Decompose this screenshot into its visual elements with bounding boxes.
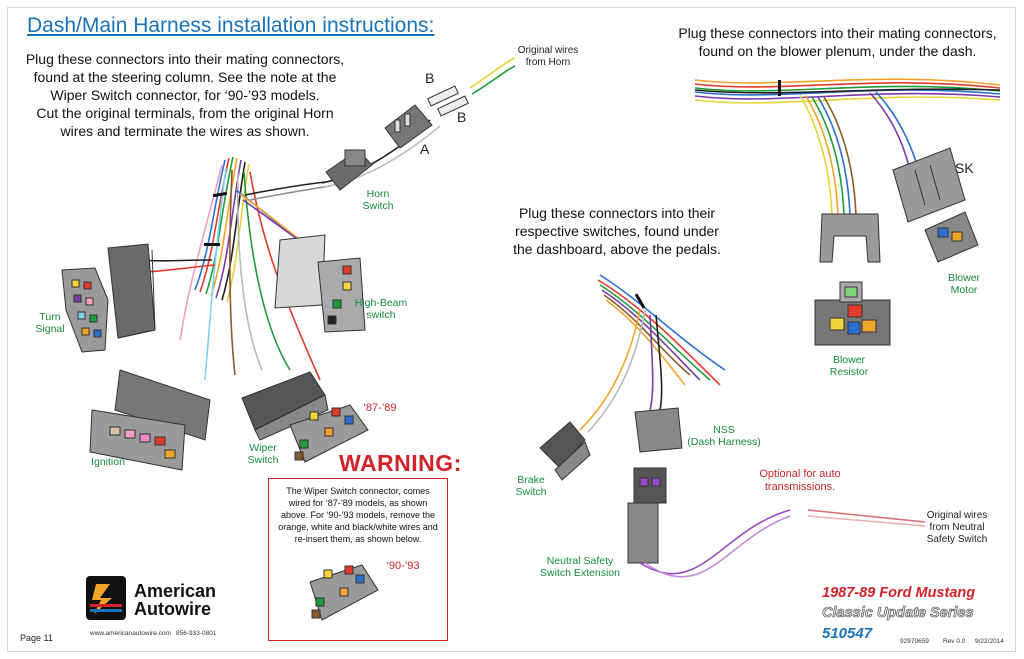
- brand-website[interactable]: www.americanautowire.com: [90, 630, 171, 637]
- turn-signal-connector-shape: [61, 267, 109, 353]
- label-nss: NSS(Dash Harness): [687, 424, 761, 448]
- product-model: 1987-89 Ford Mustang: [822, 585, 976, 601]
- footer-part: 92970659: [900, 638, 929, 645]
- instruction-line: found at the steering column. See the no…: [33, 69, 337, 85]
- blower-motor-connector-shape: [924, 211, 979, 263]
- label-sk: SK: [955, 160, 974, 176]
- instruction-line: the dashboard, above the pedals.: [513, 241, 721, 257]
- instruction-line: wires and terminate the wires as shown.: [60, 123, 310, 139]
- warning-box: [268, 478, 448, 641]
- cable-tie: [778, 80, 781, 96]
- product-series: Classic Update Series: [822, 605, 974, 622]
- label-years-9093: ‘90-’93: [386, 560, 420, 572]
- instruction-line: Plug these connectors into their mating …: [25, 51, 345, 67]
- page-frame: [7, 7, 1016, 652]
- neutral-wires: [639, 509, 926, 578]
- footer-rev: Rev 0.0: [943, 638, 966, 645]
- label-years-8789: ‘87-’89: [363, 402, 397, 414]
- blower-harness-wires: [694, 78, 1001, 216]
- american-autowire-logo-icon: [86, 576, 126, 620]
- page-title: Dash/Main Harness installation instructi…: [27, 14, 435, 37]
- steering-harness-wires: [139, 156, 331, 381]
- instruction-line: respective switches, found under: [515, 223, 719, 239]
- neutral-safety-ext-shape: [627, 467, 667, 564]
- wiper-8789-connector-shape: [289, 404, 369, 463]
- instruction-line: Cut the original terminals, from the ori…: [36, 105, 334, 121]
- brake-switch-connector-shape: [539, 421, 591, 481]
- wiper-harness-connector: [241, 371, 329, 441]
- instruction-line: found on the blower plenum, under the da…: [698, 43, 977, 59]
- turn-signal-harness-connector: [107, 243, 156, 339]
- brand-line2: Autowire: [134, 599, 212, 619]
- high-beam-connector-shape: [274, 234, 366, 333]
- cable-tie: [204, 243, 220, 246]
- blower-resistor-harness-connector: [819, 213, 881, 263]
- pedal-instructions: Plug these connectors into their respect…: [498, 204, 736, 258]
- label-letter-a: A: [420, 141, 430, 157]
- horn-connector-shapes: [325, 85, 469, 191]
- product-number: 510547: [822, 625, 873, 642]
- pedal-harness-wires: [579, 274, 726, 433]
- instruction-line: Plug these connectors into their mating …: [678, 25, 997, 41]
- warning-text: The Wiper Switch connector, comes wired …: [278, 486, 438, 544]
- brand-line1: American: [134, 581, 217, 601]
- footer-date: 9/22/2014: [975, 638, 1004, 645]
- steering-instructions: Plug these connectors into their mating …: [18, 50, 352, 140]
- cable-tie: [634, 293, 646, 309]
- blower-resistor-connector-shape: [814, 281, 891, 346]
- page-number: Page 11: [20, 633, 53, 643]
- blower-instructions: Plug these connectors into their mating …: [660, 24, 1015, 60]
- instruction-line: Wiper Switch connector, for ‘90-’93 mode…: [50, 87, 320, 103]
- label-ignition: Ignition: [91, 456, 125, 468]
- nss-connector-shape: [634, 407, 683, 453]
- brand-phone: 856-933-0801: [176, 630, 217, 637]
- warning-heading: WARNING:: [339, 450, 462, 476]
- ignition-connector-shape: [89, 369, 211, 471]
- instruction-line: Plug these connectors into their: [518, 205, 716, 221]
- label-letter-b: B: [457, 109, 467, 125]
- label-letter-b: B: [425, 70, 435, 86]
- wiper-9093-connector-shape: [309, 564, 379, 621]
- sk-connector-shape: [892, 147, 966, 223]
- cable-tie: [212, 191, 228, 198]
